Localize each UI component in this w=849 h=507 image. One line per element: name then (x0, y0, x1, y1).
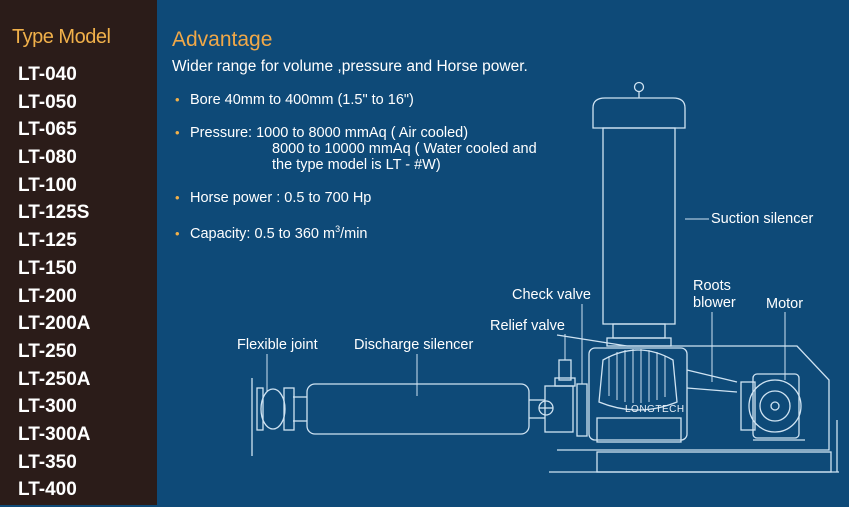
model-item: LT-080 (18, 147, 77, 169)
feature-bore: •Bore 40mm to 400mm (1.5" to 16") (175, 92, 414, 108)
suction-silencer-drawing (592, 81, 686, 347)
model-item: LT-300 (18, 396, 77, 418)
label-check-valve: Check valve (512, 287, 591, 303)
leader-lines (266, 218, 786, 396)
model-item: LT-065 (18, 119, 77, 141)
model-item: LT-200 (18, 285, 77, 307)
model-item: LT-150 (18, 257, 77, 279)
model-list: LT-040 LT-050 LT-065 LT-080 LT-100 LT-12… (18, 64, 91, 507)
valves-drawing (538, 359, 588, 437)
label-suction-silencer: Suction silencer (711, 211, 814, 227)
label-motor: Motor (766, 296, 804, 312)
model-item: LT-125 (18, 230, 77, 252)
model-item: LT-250A (18, 368, 91, 390)
base-frame-drawing (549, 334, 839, 473)
label-flexible-joint: Flexible joint (237, 337, 318, 353)
model-item: LT-125S (18, 202, 90, 224)
model-item: LT-040 (18, 64, 77, 85)
label-roots: Roots (693, 278, 731, 294)
bullet-icon: • (175, 92, 180, 107)
model-item: LT-050 (18, 91, 77, 113)
feature-capacity: •Capacity: 0.5 to 360 m3/min (175, 224, 368, 242)
model-item: LT-350 (18, 451, 77, 473)
advantage-subtitle: Wider range for volume ,pressure and Hor… (172, 58, 528, 75)
label-relief-valve: Relief valve (490, 318, 565, 334)
bullet-icon: • (175, 225, 180, 241)
type-model-title: Type Model (12, 26, 111, 48)
advantage-panel: LONGTECH Advantage Wider range for volum… (157, 0, 849, 505)
feature-pressure: •Pressure: 1000 to 8000 mmAq ( Air coole… (175, 125, 537, 173)
label-discharge-silencer: Discharge silencer (354, 337, 474, 353)
model-item: LT-100 (18, 174, 77, 196)
motor-drawing (740, 373, 805, 441)
model-item: LT-200A (18, 313, 91, 335)
model-item: LT-300A (18, 423, 91, 445)
model-item: LT-250 (18, 340, 77, 362)
discharge-silencer-drawing (251, 378, 545, 456)
bullet-icon: • (175, 125, 180, 140)
model-item: LT-400 (18, 479, 77, 501)
blower-diagram: LONGTECH (251, 81, 839, 473)
feature-horse-power: •Horse power : 0.5 to 700 Hp (175, 190, 372, 206)
brand-label: LONGTECH (625, 404, 685, 415)
label-blower: blower (693, 295, 736, 311)
bullet-icon: • (175, 190, 180, 205)
type-model-sidebar: Type Model LT-040 LT-050 LT-065 LT-080 L… (0, 0, 157, 505)
roots-blower-drawing (588, 347, 738, 443)
advantage-title: Advantage (172, 28, 273, 51)
